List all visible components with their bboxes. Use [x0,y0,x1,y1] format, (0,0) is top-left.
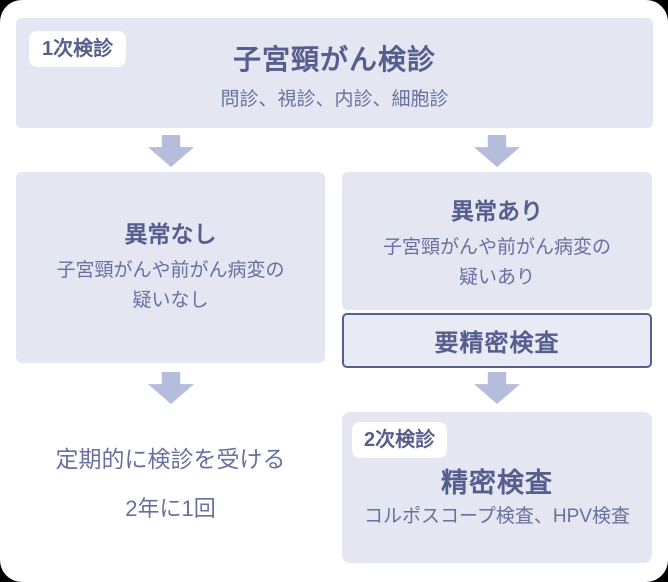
primary-screening-title: 子宮頸がん検診 [232,44,436,75]
abnormality-desc: 子宮頸がんや前がん病変の 疑いあり [383,233,611,293]
followup-required-box: 要精密検査 [342,313,652,368]
abnormality-title: 異常あり [451,198,543,224]
no-abnormality-desc-line2: 疑いなし [132,290,209,311]
followup-required-label: 要精密検査 [434,330,560,357]
no-abnormality-box: 異常なし 子宮頸がんや前がん病変の 疑いなし [16,172,325,363]
secondary-screening-badge: 2次検診 [352,422,448,458]
down-arrow-icon [474,372,520,404]
abnormality-box: 異常あり 子宮頸がんや前がん病変の 疑いあり [342,172,652,310]
no-abnormality-title: 異常なし [124,221,217,247]
primary-screening-badge: 1次検診 [29,31,127,67]
regular-checkup-line1: 定期的に検診を受ける [55,446,286,472]
regular-checkup-line2: 2年に1回 [125,496,216,521]
secondary-screening-title: 精密検査 [441,468,553,498]
down-arrow-icon [148,135,194,167]
down-arrow-icon [148,372,194,404]
abnormality-desc-line1: 子宮頸がんや前がん病変の [382,237,611,258]
regular-checkup-note: 定期的に検診を受ける 2年に1回 [16,446,325,522]
down-arrow-icon [474,135,520,167]
no-abnormality-desc: 子宮頸がんや前がん病変の 疑いなし [56,256,284,316]
abnormality-desc-line2: 疑いあり [458,267,535,288]
no-abnormality-desc-line1: 子宮頸がんや前がん病変の [56,260,285,281]
secondary-screening-box: 2次検診 精密検査 コルポスコープ検査、HPV検査 [342,412,652,563]
primary-screening-box: 1次検診 子宮頸がん検診 問診、視診、内診、細胞診 [16,18,653,128]
secondary-screening-subtitle: コルポスコープ検査、HPV検査 [364,506,630,527]
primary-screening-subtitle: 問診、視診、内診、細胞診 [220,89,449,110]
